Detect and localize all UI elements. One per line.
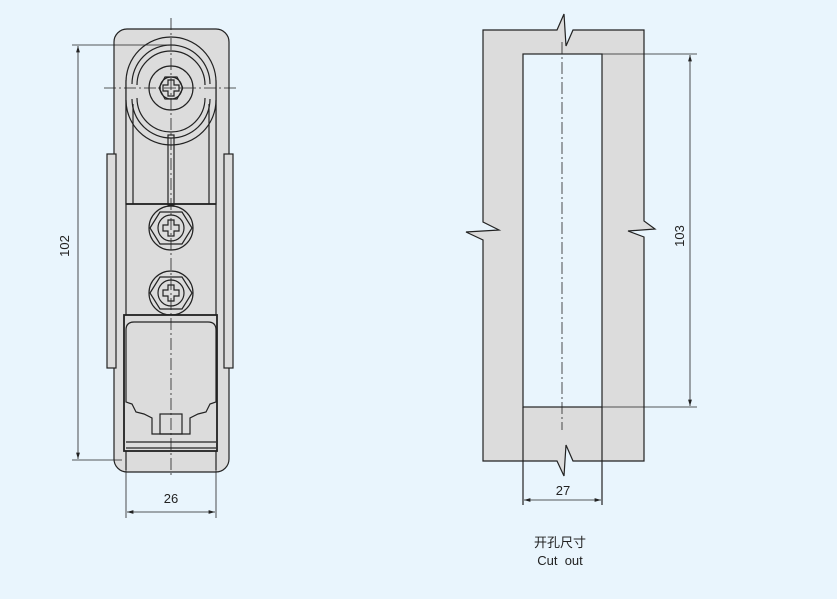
- dimension-102: 102: [57, 44, 172, 461]
- dimension-label-cutout-height: 103: [672, 225, 687, 247]
- cutout-opening: [522, 53, 603, 408]
- cutout-view: 103 27 开孔尺寸 Cut out: [465, 13, 697, 568]
- caption-english: Cut out: [537, 553, 583, 568]
- dimension-label-cutout-width: 27: [556, 483, 570, 498]
- dimension-103: 103: [602, 53, 697, 408]
- right-rail: [223, 153, 234, 369]
- phillips-screw-icon: [162, 79, 180, 97]
- left-rail: [106, 153, 117, 369]
- dimension-label-width: 26: [164, 491, 178, 506]
- caption-chinese: 开孔尺寸: [534, 535, 586, 550]
- dimension-27: 27: [524, 483, 601, 502]
- latch-front-view: 102 26: [57, 18, 238, 518]
- latch-tongue: [123, 314, 218, 452]
- dimension-label-height: 102: [57, 235, 72, 257]
- dimension-26: 26: [125, 470, 217, 518]
